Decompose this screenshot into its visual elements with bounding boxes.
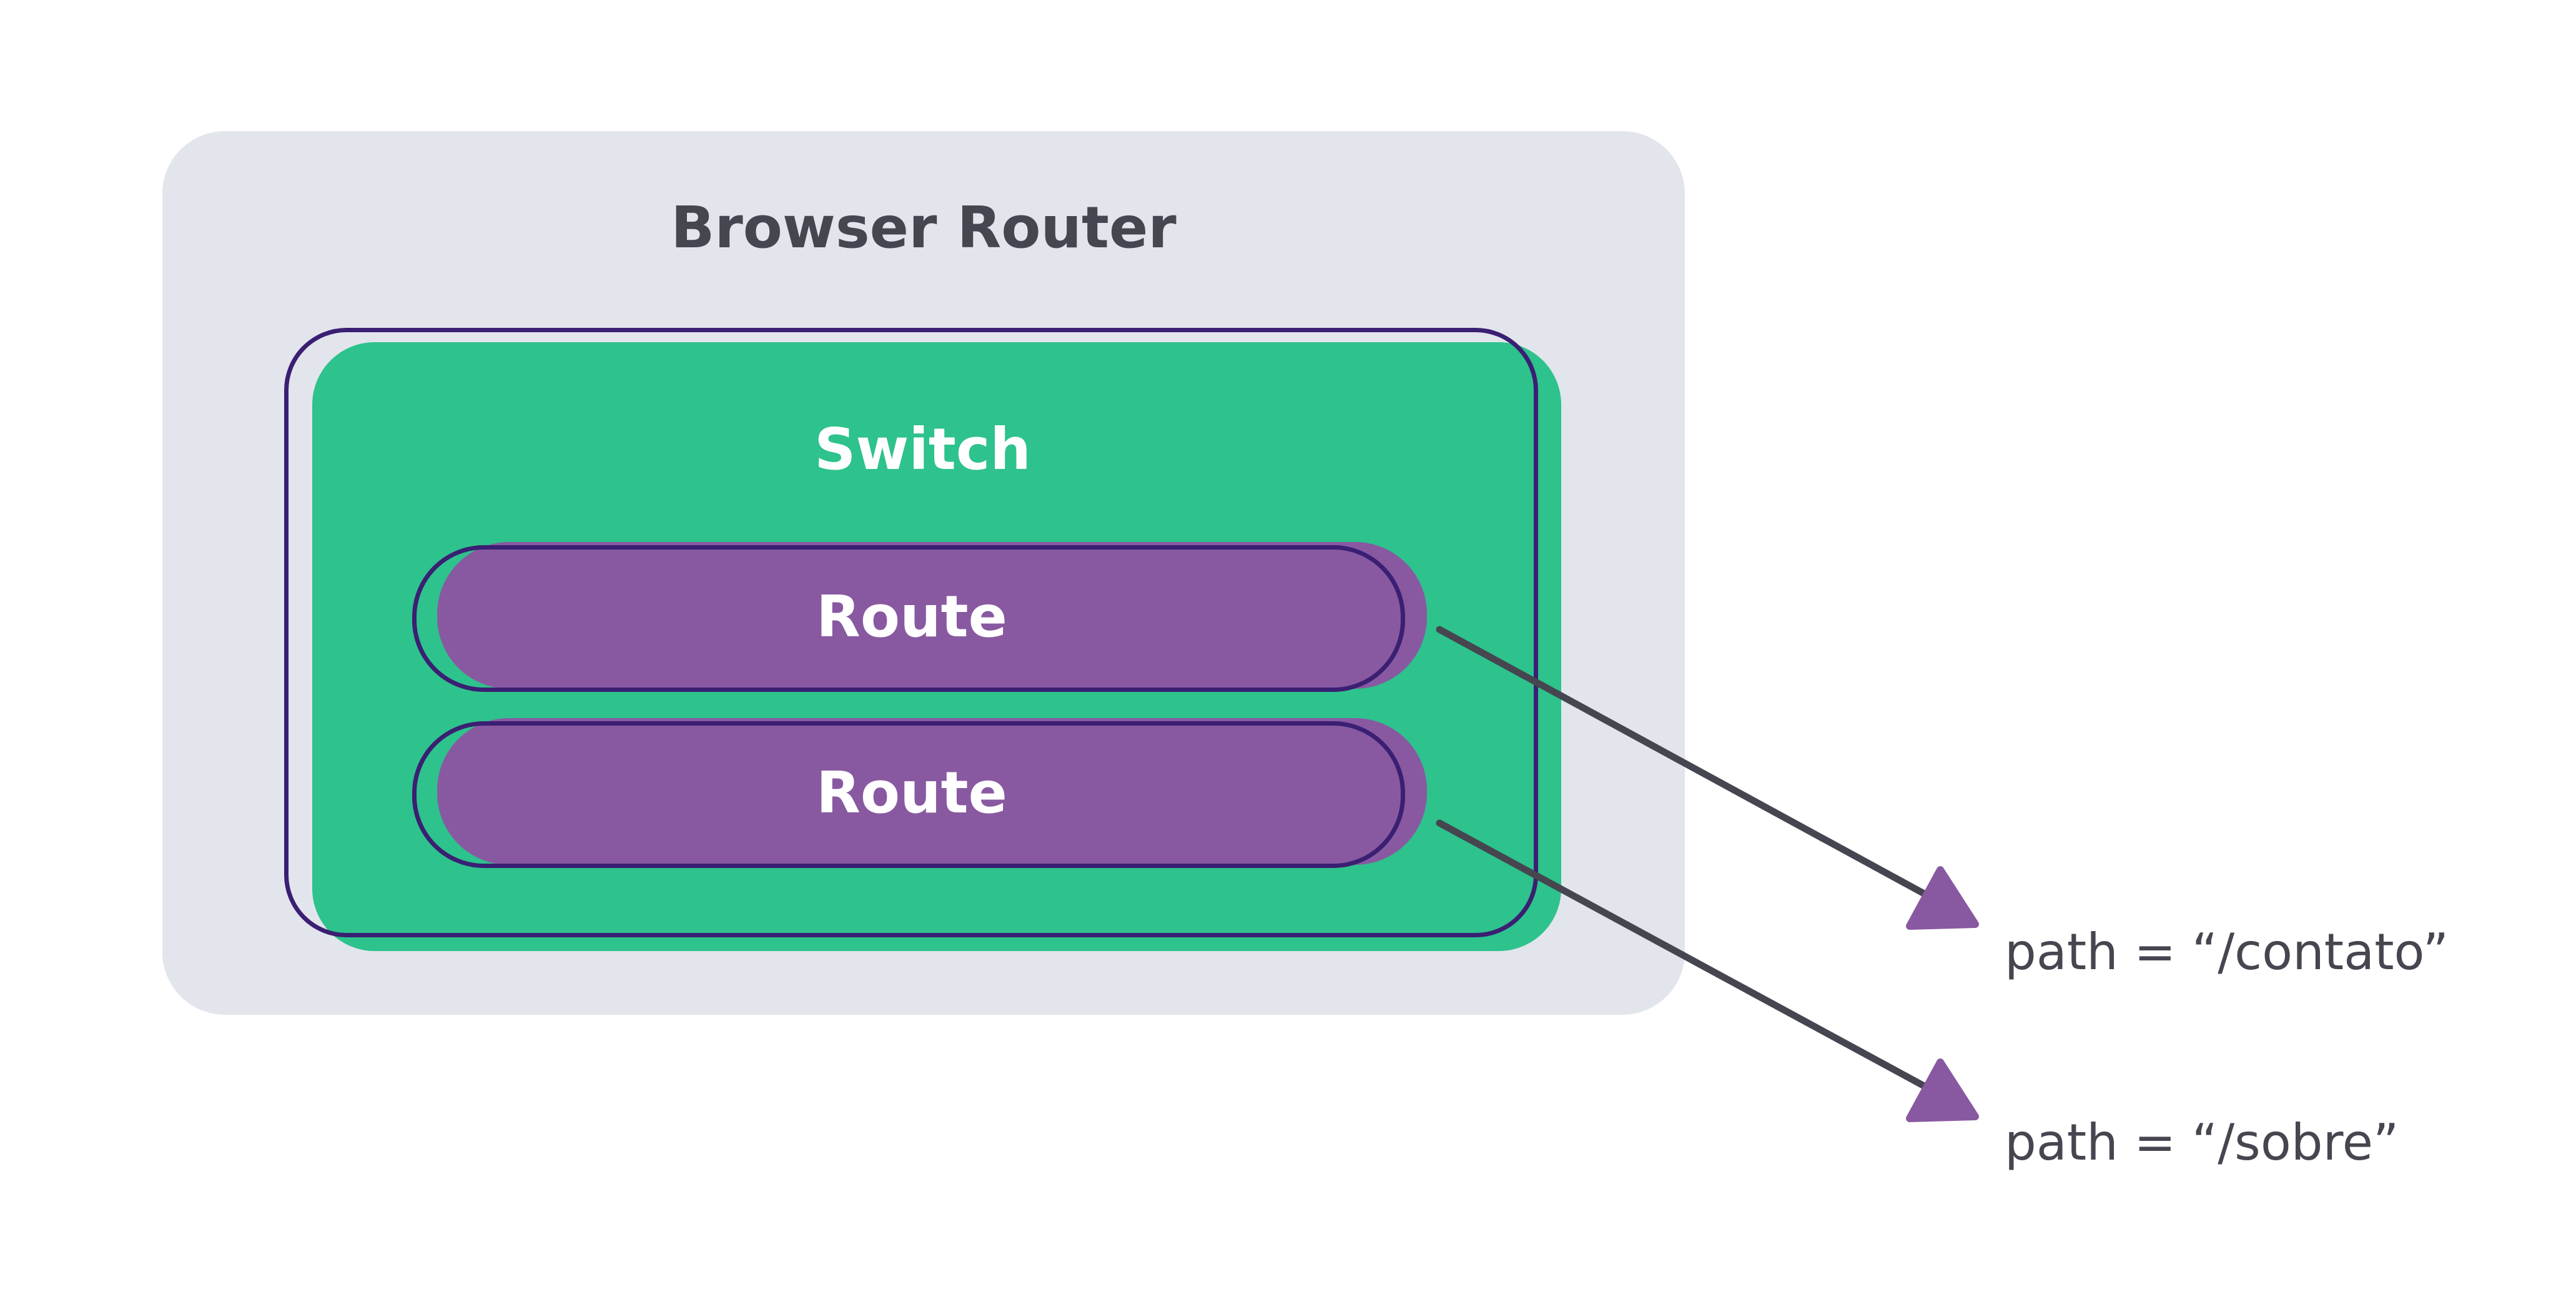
route-label-contato: Route: [816, 583, 1007, 650]
route-outline-sobre: [412, 721, 1405, 868]
arrow-head-contato-icon: [1906, 866, 1979, 930]
connector-line-contato: [1436, 626, 1935, 901]
browser-router-title: Browser Router: [671, 194, 1177, 261]
switch-outline: [284, 328, 1538, 937]
route-label-sobre: Route: [816, 759, 1007, 826]
route-outline-contato: [412, 545, 1405, 692]
switch-title: Switch: [814, 416, 1031, 483]
arrow-head-sobre-icon: [1906, 1058, 1979, 1122]
route-box-sobre: [437, 718, 1427, 865]
path-label-contato: path = “/contato”: [2005, 923, 2449, 981]
connector-line-sobre: [1436, 819, 1935, 1093]
route-box-contato: [437, 542, 1427, 689]
path-label-sobre: path = “/sobre”: [2005, 1113, 2399, 1171]
